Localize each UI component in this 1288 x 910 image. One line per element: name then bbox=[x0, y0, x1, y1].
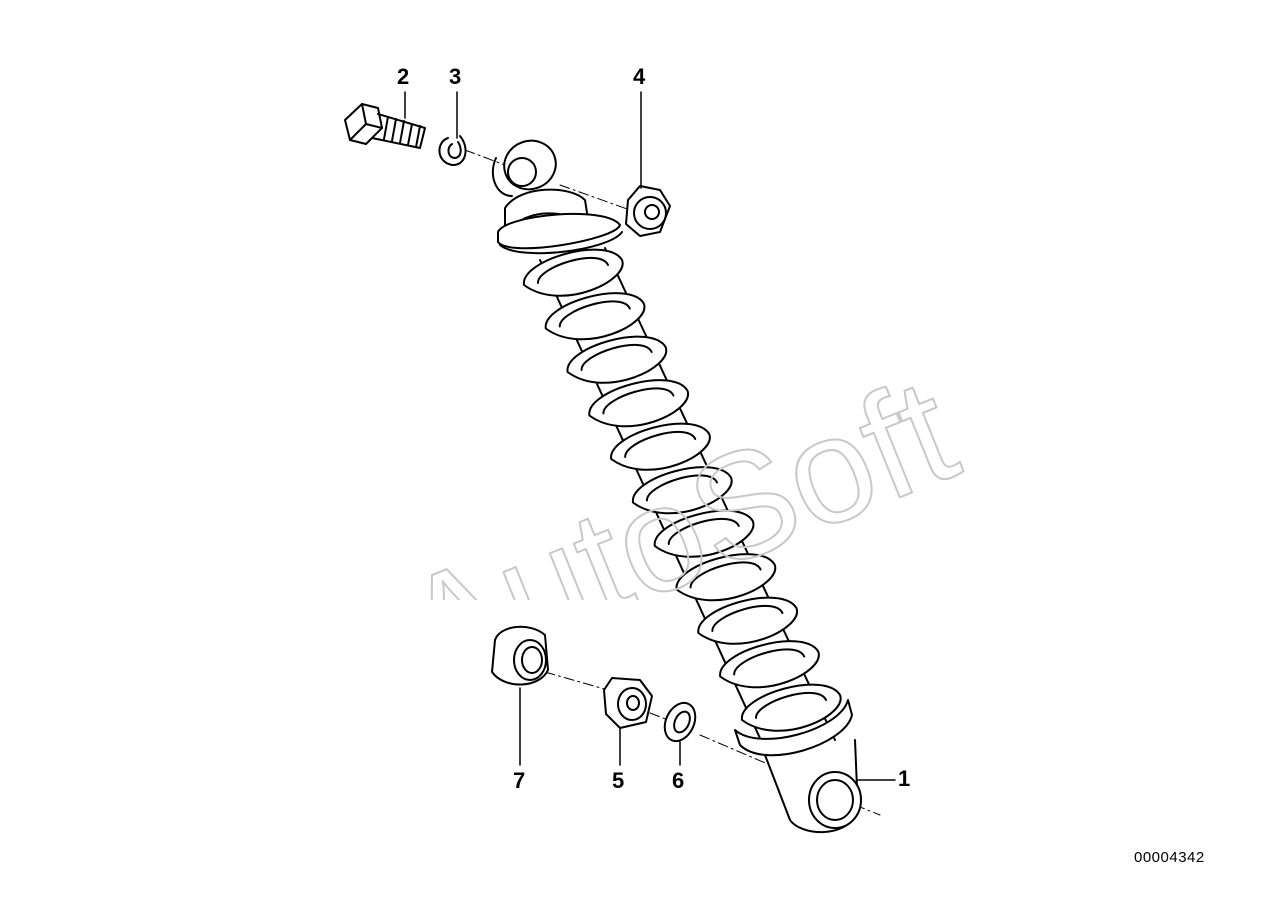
callout-6: 6 bbox=[672, 768, 685, 793]
circlip-part-3 bbox=[438, 135, 467, 167]
spring-coil bbox=[653, 509, 755, 558]
spring-coil bbox=[544, 292, 646, 341]
callout-2: 2 bbox=[397, 64, 410, 89]
bolt-part-2 bbox=[344, 103, 426, 149]
spring-coil bbox=[588, 379, 689, 428]
nut-part-4 bbox=[625, 185, 671, 237]
spring-coil bbox=[719, 640, 820, 689]
callout-7: 7 bbox=[513, 768, 526, 793]
spring-coil bbox=[675, 553, 777, 602]
lower-eye bbox=[764, 739, 862, 834]
washer-part-6 bbox=[663, 701, 697, 743]
nut-part-5 bbox=[603, 677, 653, 729]
spring-coil bbox=[522, 248, 624, 297]
bushing-part-7 bbox=[491, 625, 549, 686]
spring-coil bbox=[610, 422, 711, 471]
spring-coil bbox=[631, 466, 733, 515]
callout-3: 3 bbox=[449, 64, 462, 89]
callout-1: 1 bbox=[898, 766, 911, 791]
upper-spring-seat bbox=[497, 188, 623, 255]
spring-coil bbox=[697, 596, 798, 645]
leader-lines bbox=[404, 91, 896, 781]
diagram-reference-number: 00004342 bbox=[1134, 849, 1205, 866]
callout-4: 4 bbox=[633, 64, 646, 89]
coil-spring bbox=[522, 248, 842, 732]
lower-spring-seat bbox=[734, 699, 853, 757]
upper-eye-bushing bbox=[491, 139, 557, 197]
callout-5: 5 bbox=[612, 768, 625, 793]
spring-coil bbox=[740, 683, 842, 732]
spring-coil bbox=[566, 335, 668, 384]
